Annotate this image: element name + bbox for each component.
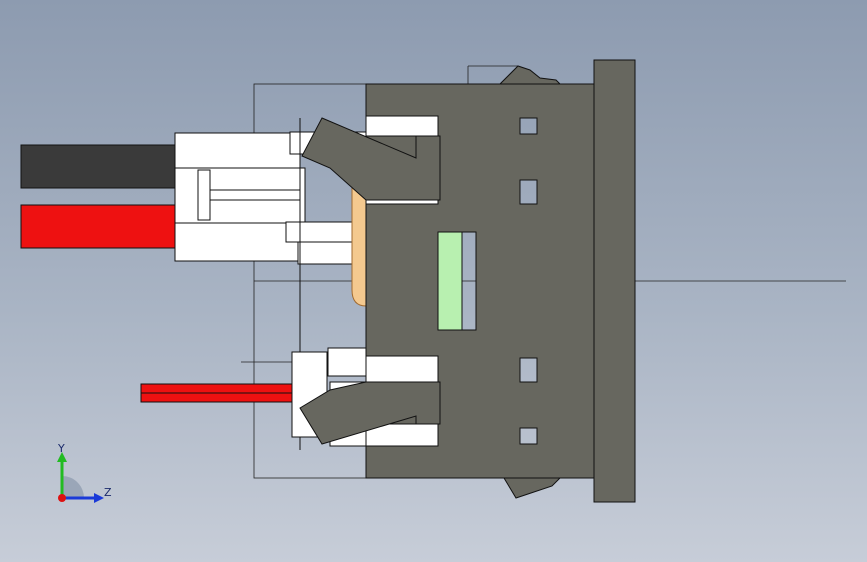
front-flange: [593, 59, 636, 503]
y-axis-label: Y: [58, 442, 65, 455]
rocker-bottom: [503, 477, 562, 499]
red-wire-upper: [20, 204, 177, 249]
coordinate-triad: Y Z: [44, 440, 124, 512]
coordinate-triad-icon: [57, 452, 104, 503]
black-wire: [20, 144, 177, 189]
lower-latch-arm: [299, 381, 441, 445]
rocker-top: [498, 65, 562, 85]
upper-latch-arm: [301, 117, 441, 201]
z-axis-label: Z: [104, 486, 112, 499]
